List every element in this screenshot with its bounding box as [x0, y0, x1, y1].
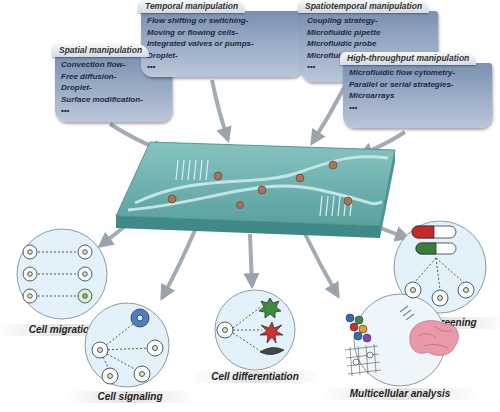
application-label: Cell signaling	[65, 391, 195, 403]
callout-body: Flow shifting or switching-Moving or flo…	[141, 11, 303, 77]
method-callout: High-throughput manipulationMicrofluidic…	[340, 52, 492, 128]
method-item: Parallel or serial strategies-	[349, 79, 486, 91]
method-item: Microfluidic pipette	[307, 27, 432, 39]
method-item: •••	[349, 102, 486, 114]
migration-cells	[23, 245, 92, 303]
application-circle-shape	[215, 290, 295, 370]
application-circle-shape	[85, 303, 169, 387]
callout-body: Microfluidic flow cytometry-Parallel or …	[343, 63, 492, 128]
callout-heading: Temporal manipulation	[138, 0, 245, 13]
callout-heading: Spatiotemporal manipulation	[298, 0, 429, 13]
application-label: Multicellular analysis	[320, 388, 480, 400]
method-item: •••	[61, 105, 166, 117]
method-item: Flow shifting or switching-	[147, 15, 297, 27]
method-item: Integrated valves or pumps-	[147, 38, 297, 50]
application-circle-shape	[354, 294, 446, 386]
signaling-cells	[92, 309, 163, 384]
method-item: Surface modification-	[61, 94, 166, 106]
method-item: Coupling strategy-	[307, 15, 432, 27]
method-item: Droplet-	[61, 82, 166, 94]
application-circle: Multicellular analysis	[335, 296, 465, 400]
differentiation-cells	[217, 298, 284, 355]
callout-heading: Spatial manipulation	[52, 44, 149, 57]
application-circle-shape	[17, 229, 107, 319]
method-item: Microfluidic probe	[307, 38, 432, 50]
circle-outline	[335, 296, 465, 400]
drug-capsules	[405, 226, 474, 306]
microfluidic-chip	[116, 142, 395, 238]
application-circle: Cell signaling	[80, 300, 180, 406]
application-label: Cell differentiation	[190, 371, 320, 383]
method-item: Microfluidic flow cytometry-	[349, 67, 486, 79]
method-item: •••	[147, 61, 297, 73]
method-item: Microarrays	[349, 90, 486, 102]
method-item: Droplet-	[147, 50, 297, 62]
multicellular-illustration	[345, 306, 458, 376]
application-circle: Cell differentiation	[205, 288, 305, 384]
circle-outline	[205, 288, 305, 384]
method-callout: Temporal manipulationFlow shifting or sw…	[138, 0, 303, 77]
callout-heading: High-throughput manipulation	[340, 52, 476, 65]
method-item: Moving or flowing cells-	[147, 27, 297, 39]
